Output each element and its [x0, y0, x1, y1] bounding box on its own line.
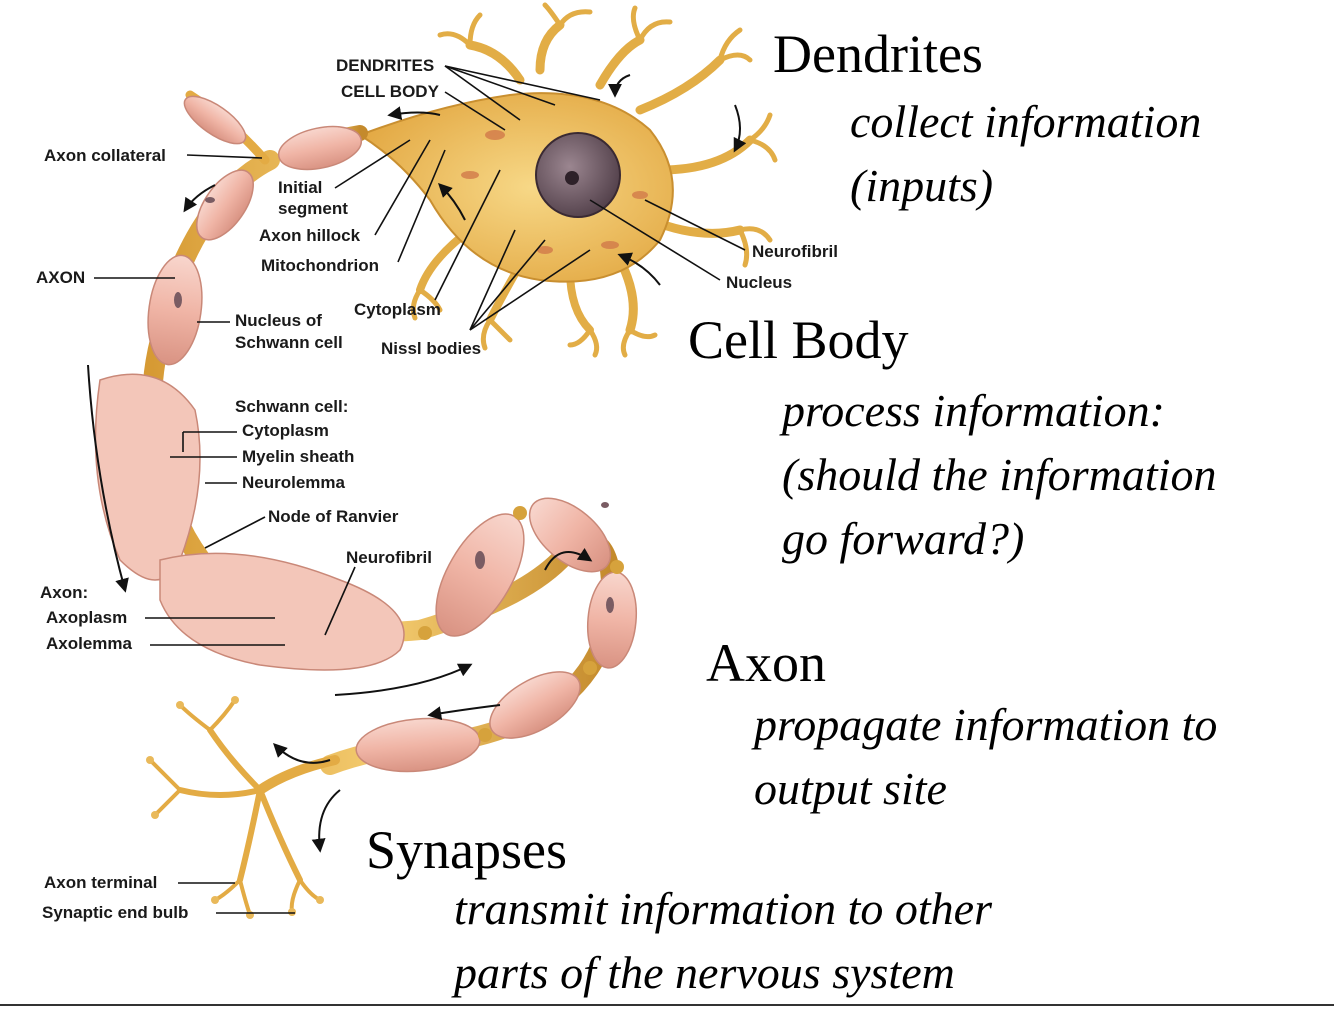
label-schwann-cell: Schwann cell:	[235, 397, 349, 416]
section-desc-line: output site	[754, 763, 947, 814]
section-desc-synapses: transmit information to other parts of t…	[454, 877, 992, 1005]
label-dendrites: DENDRITES	[336, 56, 435, 75]
cell-body-shape	[357, 92, 674, 283]
section-title-dendrites: Dendrites	[773, 24, 983, 84]
label-nucleus-of-schwann-line2: Schwann cell	[235, 333, 343, 352]
label-myelin-sheath: Myelin sheath	[242, 447, 355, 466]
label-axon: AXON	[36, 268, 86, 287]
leader-lines	[94, 65, 746, 914]
label-initial-segment-line2: segment	[278, 199, 348, 218]
mitochondria	[461, 130, 648, 254]
label-axoplasm: Axoplasm	[46, 608, 128, 627]
label-cell-body: CELL BODY	[341, 82, 439, 101]
section-desc-line: process information:	[782, 385, 1165, 436]
label-axon-hillock: Axon hillock	[259, 226, 361, 245]
schwann-nuclei	[174, 197, 614, 613]
label-cytoplasm: Cytoplasm	[354, 300, 441, 319]
section-title-axon: Axon	[706, 633, 826, 693]
flow-arrows	[87, 74, 747, 853]
section-desc-line: propagate information to	[754, 699, 1218, 750]
label-axolemma: Axolemma	[46, 634, 132, 653]
section-desc-line: collect information	[850, 96, 1202, 147]
section-desc-line: (should the information	[782, 449, 1217, 500]
bottom-divider	[0, 1004, 1334, 1006]
label-mitochondrion: Mitochondrion	[261, 256, 380, 275]
label-nissl-bodies: Nissl bodies	[381, 339, 482, 358]
label-axon-collateral: Axon collateral	[44, 146, 166, 165]
label-neurolemma: Neurolemma	[242, 473, 345, 492]
label-initial-segment-line1: Initial	[278, 178, 323, 197]
nodes-of-ranvier	[418, 506, 624, 742]
section-desc-dendrites: collect information (inputs)	[850, 90, 1201, 218]
section-title-cell-body: Cell Body	[688, 310, 909, 370]
label-schwann-cytoplasm: Cytoplasm	[242, 421, 329, 440]
label-axon-terminal: Axon terminal	[44, 873, 158, 892]
label-neurofibril-bottom: Neurofibril	[346, 548, 432, 567]
axon-terminal-tree	[148, 698, 340, 917]
section-desc-line: (inputs)	[850, 160, 994, 211]
label-nucleus-of-schwann-line1: Nucleus of	[235, 311, 322, 330]
section-desc-axon: propagate information to output site	[754, 693, 1217, 821]
section-desc-line: transmit information to other	[454, 883, 992, 934]
label-neurofibril-top: Neurofibril	[752, 242, 838, 261]
myelin-sheath-segments	[94, 125, 638, 773]
section-title-synapses: Synapses	[366, 820, 567, 880]
section-desc-line: go forward?)	[782, 513, 1025, 564]
section-desc-line: parts of the nervous system	[454, 947, 955, 998]
label-synaptic-end-bulb: Synaptic end bulb	[42, 903, 189, 922]
label-nucleus: Nucleus	[726, 273, 793, 292]
section-desc-cell-body: process information: (should the informa…	[782, 379, 1216, 571]
label-axon-parts: Axon:	[40, 583, 89, 602]
label-node-of-ranvier: Node of Ranvier	[268, 507, 399, 526]
